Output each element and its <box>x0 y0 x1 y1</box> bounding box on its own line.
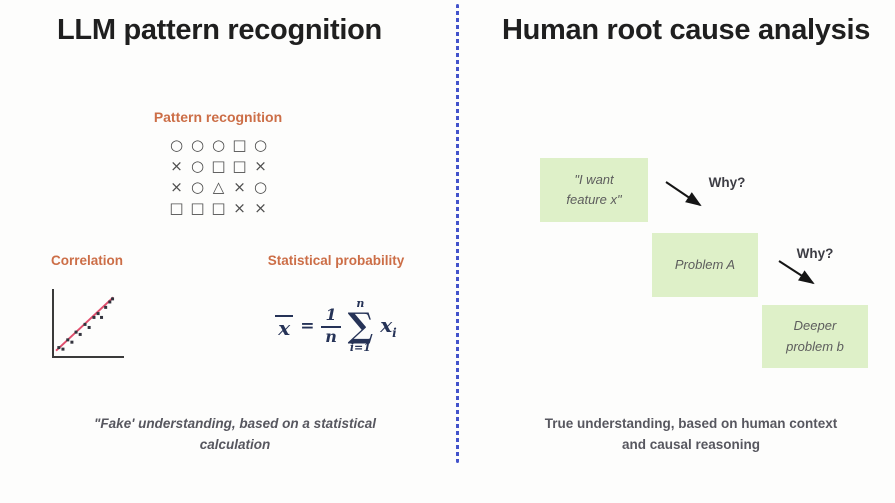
scatter-point <box>57 346 61 350</box>
formula-sum-lower-limit: i=1 <box>349 341 371 355</box>
right-caption-line-2: and causal reasoning <box>621 436 761 452</box>
why-arrow-2 <box>778 260 815 285</box>
formula-denominator: n <box>325 326 337 346</box>
scatter-point <box>70 340 74 344</box>
pattern-symbol-circle: ○ <box>169 135 184 154</box>
scatter-point <box>104 305 108 309</box>
formula-numerator: 1 <box>321 305 341 328</box>
formula-sum-upper-limit: n <box>356 296 365 310</box>
formula-equals: = <box>300 316 315 336</box>
deeper-problem-box-line-1: Deeper <box>793 318 837 334</box>
problem-a-box-line-1: Problem A <box>674 256 736 272</box>
want-feature-box-line-2: feature x" <box>566 192 622 207</box>
pattern-symbol-square: □ <box>211 198 226 217</box>
pattern-symbol-square: □ <box>232 156 247 175</box>
left-caption-line-2: calculation <box>199 436 271 452</box>
scatter-point <box>78 332 82 336</box>
left-panel-caption: "Fake' understanding, based on a statist… <box>55 414 415 456</box>
right-panel-title: Human root cause analysis <box>502 14 871 46</box>
left-panel-title: LLM pattern recognition <box>57 14 382 46</box>
scatter-point <box>96 312 100 316</box>
correlation-scatter-plot <box>52 289 124 358</box>
formula-term-x: x <box>380 312 393 337</box>
pattern-symbol-x: × <box>233 198 246 217</box>
pattern-symbol-square: □ <box>190 198 205 217</box>
formula-summation: n ∑ i=1 <box>347 296 374 355</box>
formula-fraction: 1 n <box>321 305 341 346</box>
pattern-symbol-circle: ○ <box>211 135 226 154</box>
pattern-symbol-x: × <box>170 177 183 196</box>
pattern-symbol-square: □ <box>232 135 247 154</box>
formula-term-subscript: i <box>392 325 397 340</box>
pattern-symbol-circle: ○ <box>190 177 205 196</box>
left-caption-line-1: "Fake' understanding, based on a statist… <box>94 416 376 431</box>
pattern-symbol-circle: ○ <box>190 156 205 175</box>
deeper-problem-box: Deeper problem b <box>762 305 868 368</box>
problem-a-box: Problem A <box>652 233 758 297</box>
scatter-point <box>61 347 65 351</box>
scatter-point <box>108 300 112 304</box>
why-label-1: Why? <box>708 175 746 190</box>
right-caption-line-1: True understanding, based on human conte… <box>544 416 838 431</box>
pattern-recognition-label: Pattern recognition <box>153 109 283 125</box>
scatter-point <box>74 330 78 334</box>
panel-divider-dashed-line <box>456 4 459 463</box>
pattern-symbol-circle: ○ <box>253 177 268 196</box>
scatter-point <box>66 338 70 342</box>
right-panel-caption: True understanding, based on human conte… <box>511 414 871 456</box>
pattern-symbol-x: × <box>254 198 267 217</box>
pattern-symbol-square: □ <box>211 156 226 175</box>
pattern-symbol-circle: ○ <box>190 135 205 154</box>
sigma-icon: ∑ <box>347 305 374 346</box>
mean-formula: x = 1 n n ∑ i=1 xi <box>262 290 410 362</box>
scatter-point <box>100 315 104 319</box>
pattern-symbol-x: × <box>170 156 183 175</box>
scatter-point <box>83 322 87 326</box>
scatter-point <box>111 297 115 301</box>
why-arrow-1 <box>665 181 702 207</box>
want-feature-box: "I want feature x" <box>540 158 648 222</box>
pattern-symbol-x: × <box>233 177 246 196</box>
formula-xbar: x <box>275 314 294 338</box>
statistical-probability-label: Statistical probability <box>267 253 405 268</box>
formula-term: xi <box>380 313 397 340</box>
why-label-2: Why? <box>796 246 834 261</box>
pattern-symbol-circle: ○ <box>253 135 268 154</box>
pattern-symbol-grid: ○ ○ ○ □ ○ × ○ □ □ × × ○ △ × ○ □ □ □ × × <box>166 134 271 218</box>
want-feature-box-line-1: "I want <box>574 171 614 187</box>
pattern-symbol-triangle: △ <box>212 177 225 196</box>
deeper-problem-box-line-2: problem b <box>786 338 844 354</box>
scatter-point <box>87 325 91 329</box>
scatter-axes <box>52 289 124 358</box>
pattern-symbol-x: × <box>254 156 267 175</box>
pattern-symbol-square: □ <box>169 198 184 217</box>
scatter-point <box>92 315 96 319</box>
correlation-label: Correlation <box>50 253 123 268</box>
